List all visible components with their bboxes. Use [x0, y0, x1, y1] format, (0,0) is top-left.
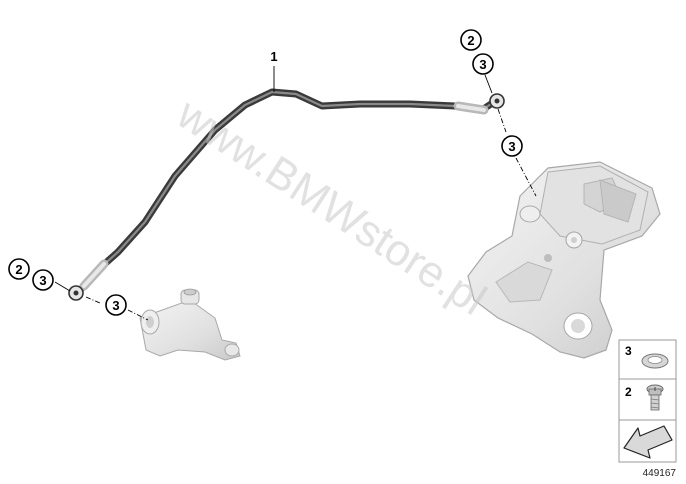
- callout-left-bolt: 2: [8, 258, 30, 280]
- callout-left-bolt-label: 2: [15, 262, 22, 277]
- callout-top-washer: 3: [472, 53, 494, 75]
- brake-caliper: [467, 161, 661, 359]
- callout-leaders: [54, 66, 493, 292]
- sealing-washer-icon: [641, 353, 669, 369]
- callout-caliper-washer-label: 3: [508, 139, 515, 154]
- parts-legend: 3 2: [618, 339, 677, 463]
- callout-top-bolt-label: 2: [467, 33, 474, 48]
- diagram-id: 449167: [643, 468, 677, 479]
- callout-cylinder-washer-label: 3: [112, 298, 119, 313]
- callout-top-bolt: 2: [460, 29, 482, 51]
- callout-left-washer-label: 3: [39, 273, 46, 288]
- callout-top-washer-label: 3: [479, 57, 486, 72]
- watermark: www.BMWstore.pl: [168, 89, 495, 325]
- master-cylinder: [139, 288, 241, 361]
- callout-left-washer: 3: [32, 269, 54, 291]
- leader-lines: [85, 108, 537, 321]
- legend-bolt: 2: [625, 384, 664, 411]
- arrow-icon: [623, 425, 673, 459]
- legend-bolt-num: 2: [625, 385, 632, 399]
- legend-washer: 3: [625, 344, 669, 369]
- banjo-bolt-icon: [646, 384, 664, 411]
- callout-hose: 1: [270, 49, 277, 64]
- legend-washer-num: 3: [625, 344, 632, 358]
- callout-cylinder-washer: 3: [105, 294, 127, 316]
- brake-hose: [68, 88, 505, 301]
- callout-caliper-washer: 3: [501, 135, 523, 157]
